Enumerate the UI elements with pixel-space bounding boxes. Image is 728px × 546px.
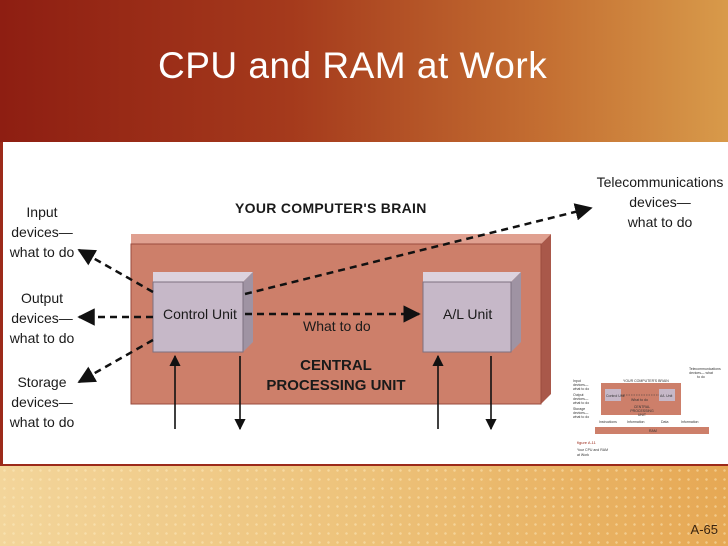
- cpu-label-line1: CENTRAL: [300, 357, 372, 374]
- thumb-telecom-label: Telecommunications devices— what to do: [689, 367, 721, 379]
- thumb-input-label: Input devices— what to do: [573, 379, 590, 391]
- thumb-control-label: Control Unit: [606, 394, 625, 398]
- input-line2: devices—: [11, 224, 73, 240]
- telecom-line3: what to do: [627, 214, 693, 230]
- output-devices-label: Output devices— what to do: [7, 288, 77, 348]
- telecom-line2: devices—: [629, 194, 691, 210]
- storage-devices-label: Storage devices— what to do: [7, 372, 77, 432]
- control-unit-box-side: [243, 272, 253, 352]
- control-unit-box: [152, 281, 244, 353]
- thumb-flow-label: What to do: [631, 398, 648, 402]
- storage-line2: devices—: [11, 394, 73, 410]
- cpu-label-line2: PROCESSING UNIT: [266, 377, 406, 394]
- input-line1: Input: [26, 204, 58, 220]
- output-line1: Output: [20, 290, 64, 306]
- brain-heading: YOUR COMPUTER'S BRAIN: [235, 200, 427, 216]
- control-unit-label: Control Unit: [163, 306, 237, 322]
- input-line3: what to do: [9, 244, 75, 260]
- thumb-instructions-label: Instructions: [599, 420, 617, 424]
- thumb-alu-label: A/L Unit: [660, 394, 673, 398]
- slide-title: CPU and RAM at Work: [158, 45, 548, 86]
- alu-box-side: [511, 272, 521, 352]
- thumb-heading: YOUR COMPUTER'S BRAIN: [623, 379, 669, 383]
- thumb-data-label: Data: [661, 420, 669, 424]
- cpu-diagram: [77, 203, 593, 431]
- telecom-line1: Telecommunications: [596, 174, 724, 190]
- alu-box: [422, 281, 512, 353]
- telecom-devices-label: Telecommunications devices— what to do: [595, 172, 725, 232]
- thumb-information-label-2: Information: [681, 420, 699, 424]
- storage-line3: what to do: [9, 414, 75, 430]
- thumbnail-diagram: [571, 365, 713, 462]
- thumb-output-label: Output devices— what to do: [573, 393, 590, 405]
- output-line2: devices—: [11, 310, 73, 326]
- thumb-cpu-label: CENTRAL PROCESSING UNIT: [630, 405, 654, 417]
- cpu-block-side: [541, 234, 551, 404]
- slide-number: A-65: [690, 522, 718, 537]
- arrow-to-input: [77, 248, 154, 294]
- alu-box-top: [423, 272, 521, 282]
- thumb-ram-bar: [595, 427, 709, 434]
- flow-label: What to do: [303, 318, 371, 334]
- figure-panel: YOUR COMPUTER'S BRAIN Control Unit A/L U…: [0, 142, 728, 466]
- cpu-label: CENTRAL PROCESSING UNIT: [261, 356, 411, 396]
- storage-line1: Storage: [17, 374, 67, 390]
- thumb-caption-title: figure A.11: [577, 440, 596, 445]
- arrow-to-storage: [77, 338, 154, 384]
- thumb-alu-box: [659, 389, 675, 401]
- title-band: [0, 0, 728, 142]
- footer-band: [0, 466, 728, 546]
- thumb-information-label-1: Information: [627, 420, 645, 424]
- input-devices-label: Input devices— what to do: [7, 202, 77, 262]
- cpu-block-top: [131, 234, 551, 244]
- control-unit-box-top: [153, 272, 253, 282]
- thumb-caption-line1: Your CPU and RAM: [577, 448, 608, 452]
- alu-label: A/L Unit: [443, 306, 493, 322]
- figure-thumbnail: YOUR COMPUTER'S BRAIN Control Unit A/L U…: [571, 365, 721, 462]
- thumb-ram-label: RAM: [649, 429, 657, 433]
- output-line3: what to do: [9, 330, 75, 346]
- thumb-caption-line2: at Work: [577, 453, 589, 457]
- thumb-control-box: [605, 389, 621, 401]
- thumb-storage-label: Storage devices— what to do: [573, 407, 590, 419]
